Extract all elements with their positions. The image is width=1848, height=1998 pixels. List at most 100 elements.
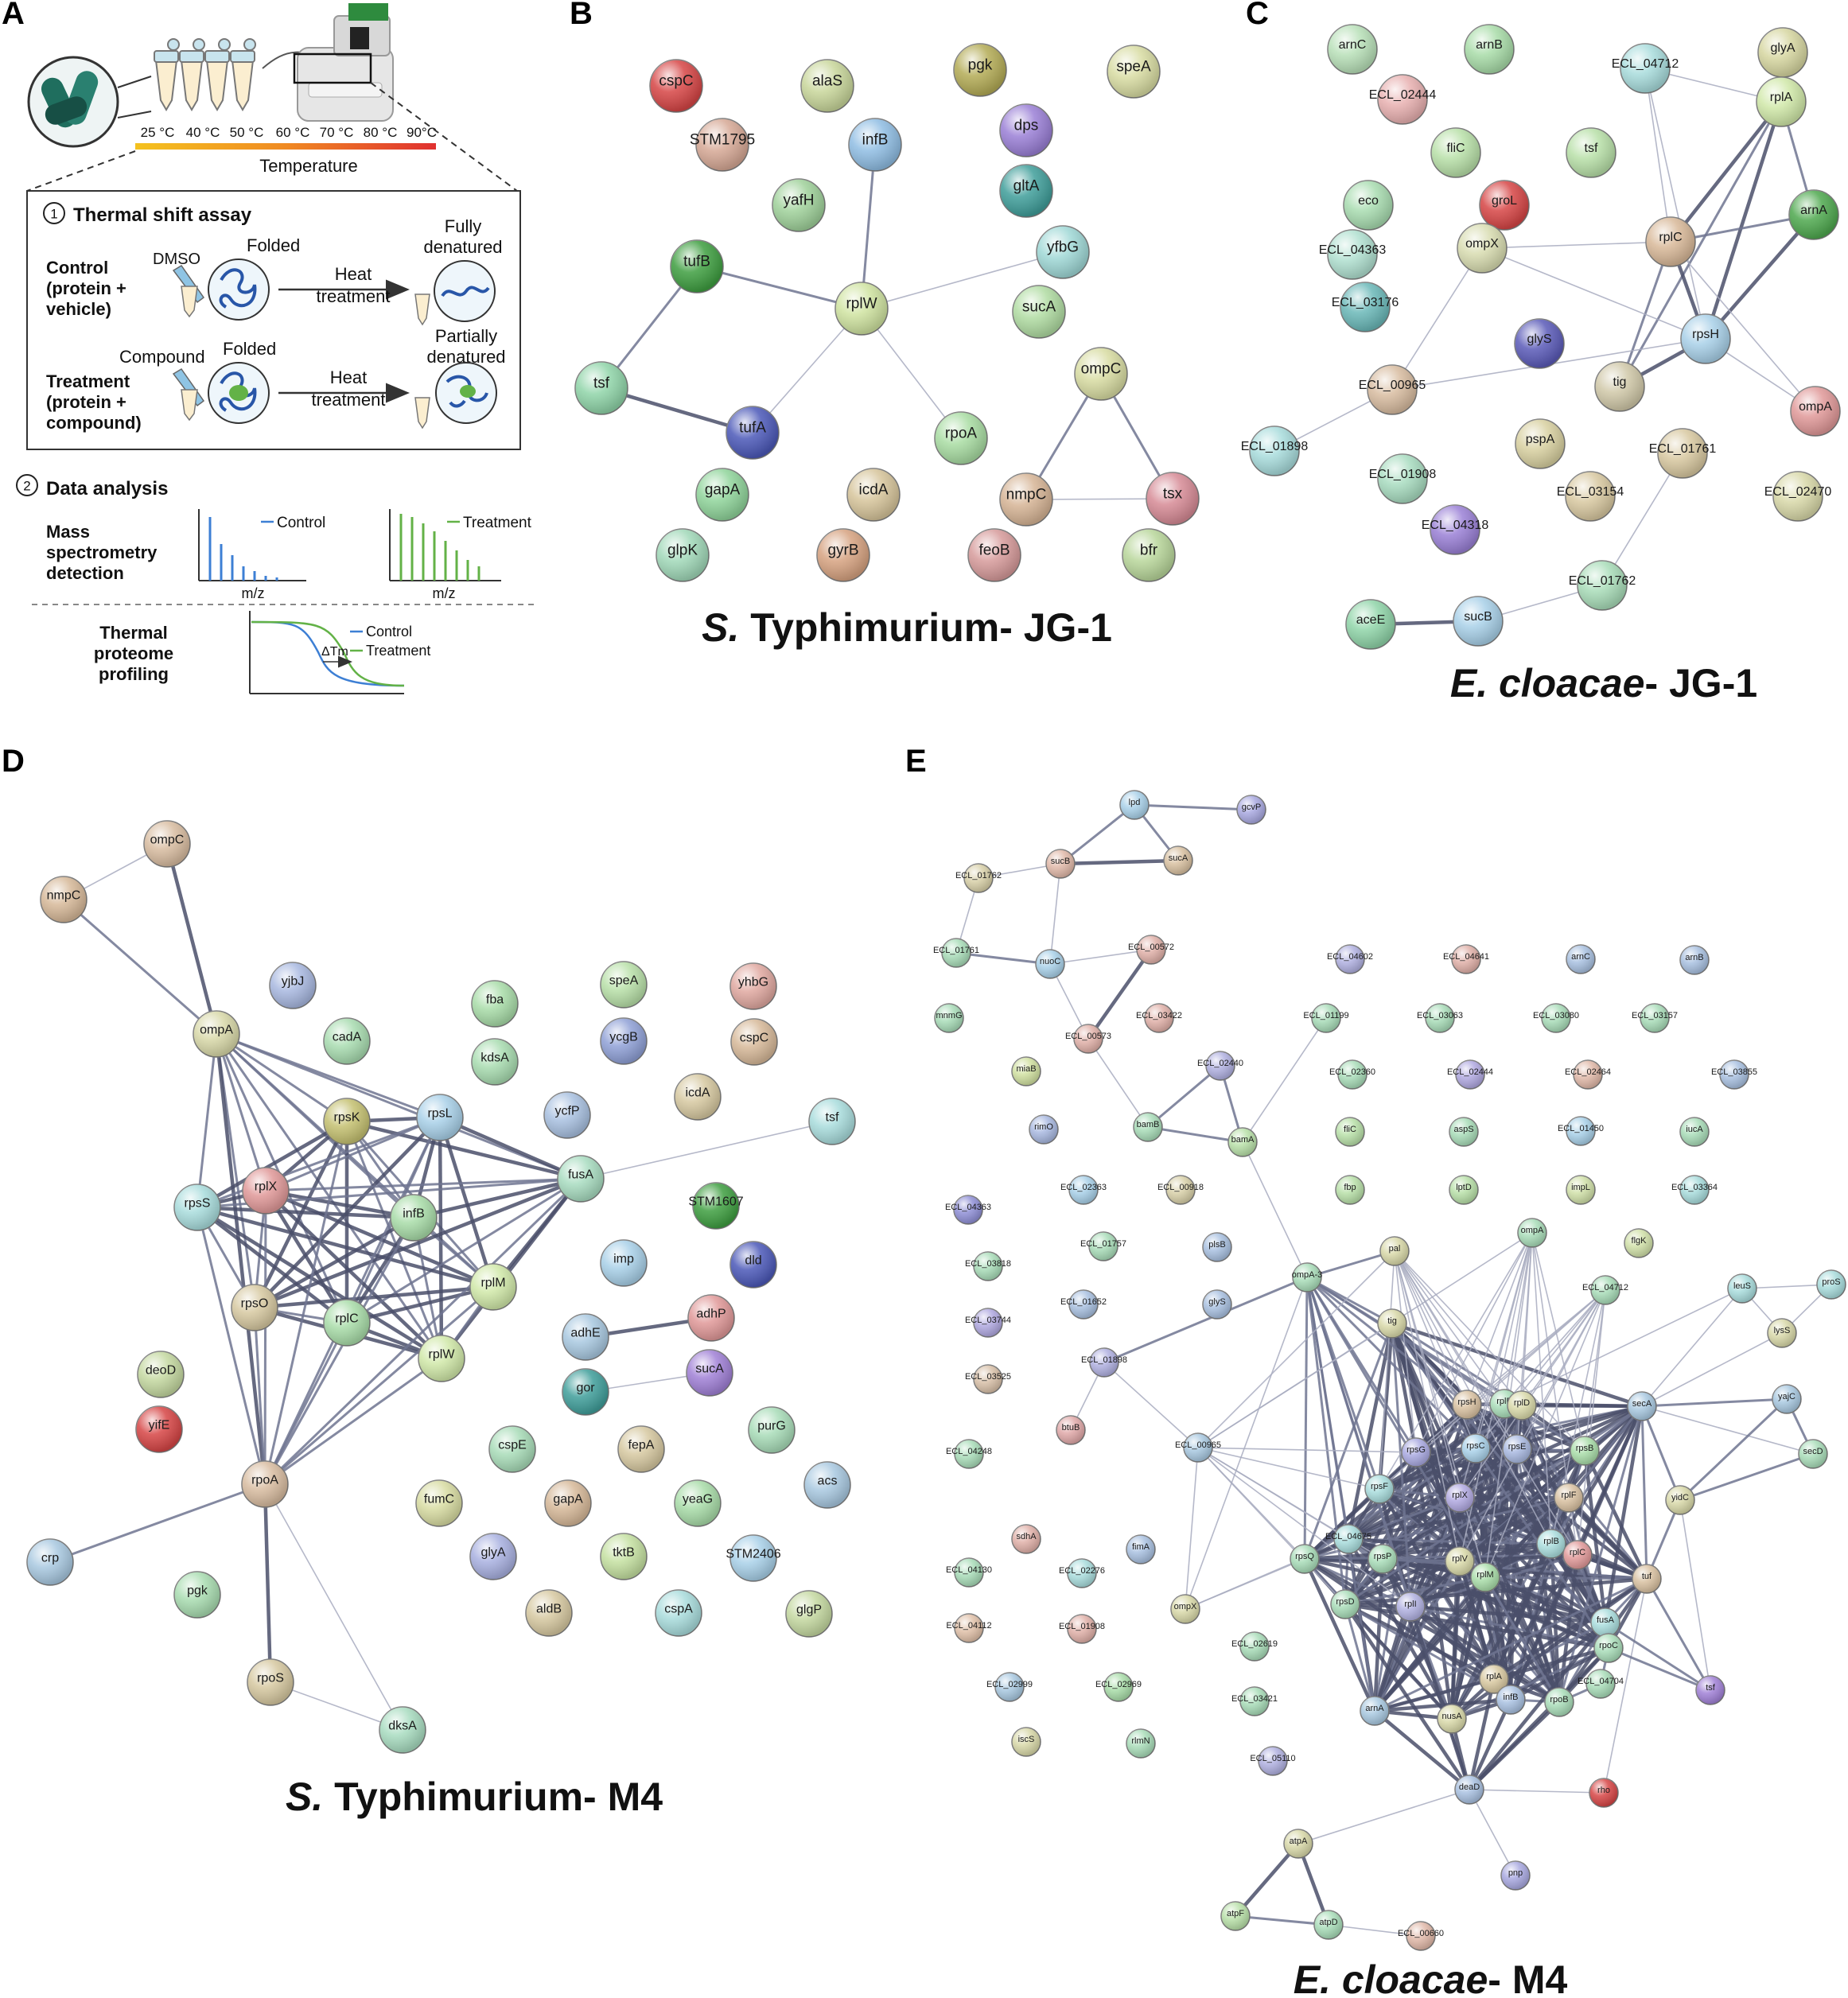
protein-node-ecl-02619[interactable]: ECL_02619 (1231, 1631, 1278, 1662)
protein-node-acee[interactable]: aceE (1345, 599, 1396, 650)
protein-node-ecl-03422[interactable]: ECL_03422 (1136, 1003, 1182, 1033)
protein-node-rplm[interactable]: rplM (1470, 1562, 1500, 1592)
protein-node-ecl-03744[interactable]: ECL_03744 (965, 1308, 1011, 1338)
protein-node-leus[interactable]: leuS (1727, 1273, 1757, 1304)
protein-node-spea[interactable]: speA (1107, 45, 1161, 99)
protein-node-gcvp[interactable]: gcvP (1236, 795, 1266, 825)
protein-node-tufb[interactable]: tufB (670, 239, 724, 293)
protein-node-tsf[interactable]: tsf (808, 1098, 856, 1145)
protein-node-ecl-02360[interactable]: ECL_02360 (1329, 1059, 1375, 1090)
protein-node-atpa[interactable]: atpA (1283, 1829, 1313, 1859)
protein-node-alas[interactable]: alaS (800, 59, 854, 113)
protein-node-lyss[interactable]: lysS (1767, 1318, 1797, 1348)
protein-node-ecl-05110[interactable]: ECL_05110 (1250, 1746, 1296, 1776)
protein-node-rpli[interactable]: rplI (1395, 1592, 1426, 1622)
protein-node-infb[interactable]: infB (390, 1194, 438, 1242)
protein-node-ecl-02969[interactable]: ECL_02969 (1095, 1672, 1142, 1702)
protein-node-tktb[interactable]: tktB (600, 1533, 648, 1580)
protein-node-purg[interactable]: purG (748, 1406, 796, 1454)
protein-node-yjbj[interactable]: yjbJ (269, 962, 317, 1009)
protein-node-arnb[interactable]: arnB (1464, 24, 1515, 75)
protein-node-yidc[interactable]: yidC (1665, 1485, 1695, 1515)
protein-node-stm2406[interactable]: STM2406 (726, 1534, 781, 1582)
protein-node-tsf[interactable]: tsf (574, 361, 628, 415)
protein-node-seca[interactable]: secA (1627, 1391, 1657, 1421)
protein-node-iscs[interactable]: iscS (1011, 1727, 1041, 1757)
protein-node-rpoa[interactable]: rpoA (934, 411, 988, 465)
protein-node-ompa[interactable]: ompA (1790, 386, 1841, 437)
protein-node-stm1607[interactable]: STM1607 (688, 1182, 744, 1230)
protein-node-rplb[interactable]: rplB (1536, 1529, 1566, 1559)
protein-node-arnc[interactable]: arnC (1327, 24, 1378, 75)
protein-node-icda[interactable]: icdA (846, 468, 901, 522)
protein-node-arnb[interactable]: arnB (1679, 945, 1710, 975)
protein-node-ecl-03157[interactable]: ECL_03157 (1632, 1003, 1678, 1033)
protein-node-rpsf[interactable]: rpsF (1364, 1474, 1395, 1504)
protein-node-icda[interactable]: icdA (674, 1073, 722, 1121)
protein-node-tsx[interactable]: tsx (1146, 472, 1200, 526)
protein-node-ecl-04112[interactable]: ECL_04112 (946, 1613, 992, 1643)
protein-node-ecl-01199[interactable]: ECL_01199 (1303, 1003, 1349, 1033)
protein-node-plsb[interactable]: plsB (1202, 1232, 1232, 1262)
protein-node-crp[interactable]: crp (26, 1538, 74, 1586)
protein-node-rplv[interactable]: rplV (1445, 1546, 1475, 1576)
protein-node-ecl-02464[interactable]: ECL_02464 (1565, 1059, 1611, 1090)
protein-node-ompc[interactable]: ompC (1074, 347, 1128, 401)
protein-node-glta[interactable]: gltA (999, 164, 1053, 218)
protein-node-grol[interactable]: groL (1479, 180, 1530, 231)
protein-node-gapa[interactable]: gapA (695, 468, 749, 522)
protein-node-rpsq[interactable]: rpsQ (1290, 1544, 1320, 1574)
protein-node-ecl-02363[interactable]: ECL_02363 (1060, 1175, 1107, 1205)
protein-node-flgk[interactable]: flgK (1624, 1228, 1654, 1258)
protein-node-cspc[interactable]: cspC (649, 59, 703, 113)
protein-node-rimo[interactable]: rimO (1029, 1114, 1059, 1145)
protein-node-ecl-01652[interactable]: ECL_01652 (1060, 1289, 1107, 1320)
protein-node-suca[interactable]: sucA (1012, 285, 1066, 339)
protein-node-atpd[interactable]: atpD (1313, 1910, 1344, 1940)
protein-node-ecl-03063[interactable]: ECL_03063 (1417, 1003, 1463, 1033)
protein-node-suca[interactable]: sucA (1163, 845, 1193, 876)
protein-node-ecl-01757[interactable]: ECL_01757 (1080, 1231, 1126, 1261)
protein-node-acs[interactable]: acs (803, 1461, 851, 1509)
protein-node-fbp[interactable]: fbp (1335, 1175, 1365, 1205)
protein-node-rlmn[interactable]: rlmN (1126, 1728, 1156, 1759)
protein-node-gyrb[interactable]: gyrB (816, 528, 870, 582)
protein-node-suca[interactable]: sucA (686, 1349, 733, 1397)
protein-node-arnc[interactable]: arnC (1566, 944, 1596, 974)
protein-node-glys[interactable]: glyS (1202, 1289, 1232, 1320)
protein-node-ecl-03364[interactable]: ECL_03364 (1671, 1175, 1718, 1205)
protein-node-rpld[interactable]: rplD (1507, 1390, 1537, 1421)
protein-node-ecl-01898[interactable]: ECL_01898 (1241, 426, 1309, 476)
protein-node-glya[interactable]: glyA (469, 1533, 517, 1580)
protein-node-ecl-01450[interactable]: ECL_01450 (1558, 1116, 1604, 1146)
protein-node-rpsh[interactable]: rpsH (1452, 1390, 1482, 1420)
protein-node-rpsl[interactable]: rpsL (416, 1094, 464, 1141)
protein-node-rpso[interactable]: rpsO (231, 1284, 278, 1331)
protein-node-ompa[interactable]: ompA (1517, 1218, 1547, 1248)
protein-node-ecl-01908[interactable]: ECL_01908 (1369, 453, 1437, 504)
protein-node-infb[interactable]: infB (848, 118, 902, 172)
protein-node-arna[interactable]: arnA (1788, 189, 1839, 240)
protein-node-ecl-01908[interactable]: ECL_01908 (1059, 1614, 1105, 1644)
protein-node-ecl-04318[interactable]: ECL_04318 (1422, 504, 1489, 555)
protein-node-rplm[interactable]: rplM (469, 1263, 517, 1311)
protein-node-rplf[interactable]: rplF (1554, 1483, 1584, 1513)
protein-node-ecl-03818[interactable]: ECL_03818 (965, 1251, 1011, 1281)
protein-node-yajc[interactable]: yajC (1772, 1384, 1802, 1414)
protein-node-ecl-03421[interactable]: ECL_03421 (1231, 1686, 1278, 1716)
protein-node-ecl-00965[interactable]: ECL_00965 (1359, 364, 1426, 415)
protein-node-ecl-03154[interactable]: ECL_03154 (1557, 471, 1624, 522)
protein-node-dps[interactable]: dps (999, 103, 1053, 157)
protein-node-ecl-03855[interactable]: ECL_03855 (1711, 1059, 1757, 1090)
protein-node-ecl-03525[interactable]: ECL_03525 (965, 1364, 1011, 1394)
protein-node-pgk[interactable]: pgk (953, 43, 1007, 97)
protein-node-sucb[interactable]: sucB (1453, 596, 1504, 647)
protein-node-rpsk[interactable]: rpsK (323, 1098, 371, 1145)
protein-node-ecl-01762[interactable]: ECL_01762 (1569, 560, 1636, 611)
protein-node-ecl-00965[interactable]: ECL_00965 (1175, 1432, 1221, 1463)
protein-node-glya[interactable]: glyA (1757, 27, 1808, 78)
protein-node-feob[interactable]: feoB (967, 528, 1021, 582)
protein-node-ecl-03080[interactable]: ECL_03080 (1533, 1003, 1579, 1033)
protein-node-ecl-02440[interactable]: ECL_02440 (1197, 1051, 1243, 1081)
protein-node-ecl-02444[interactable]: ECL_02444 (1447, 1059, 1493, 1090)
